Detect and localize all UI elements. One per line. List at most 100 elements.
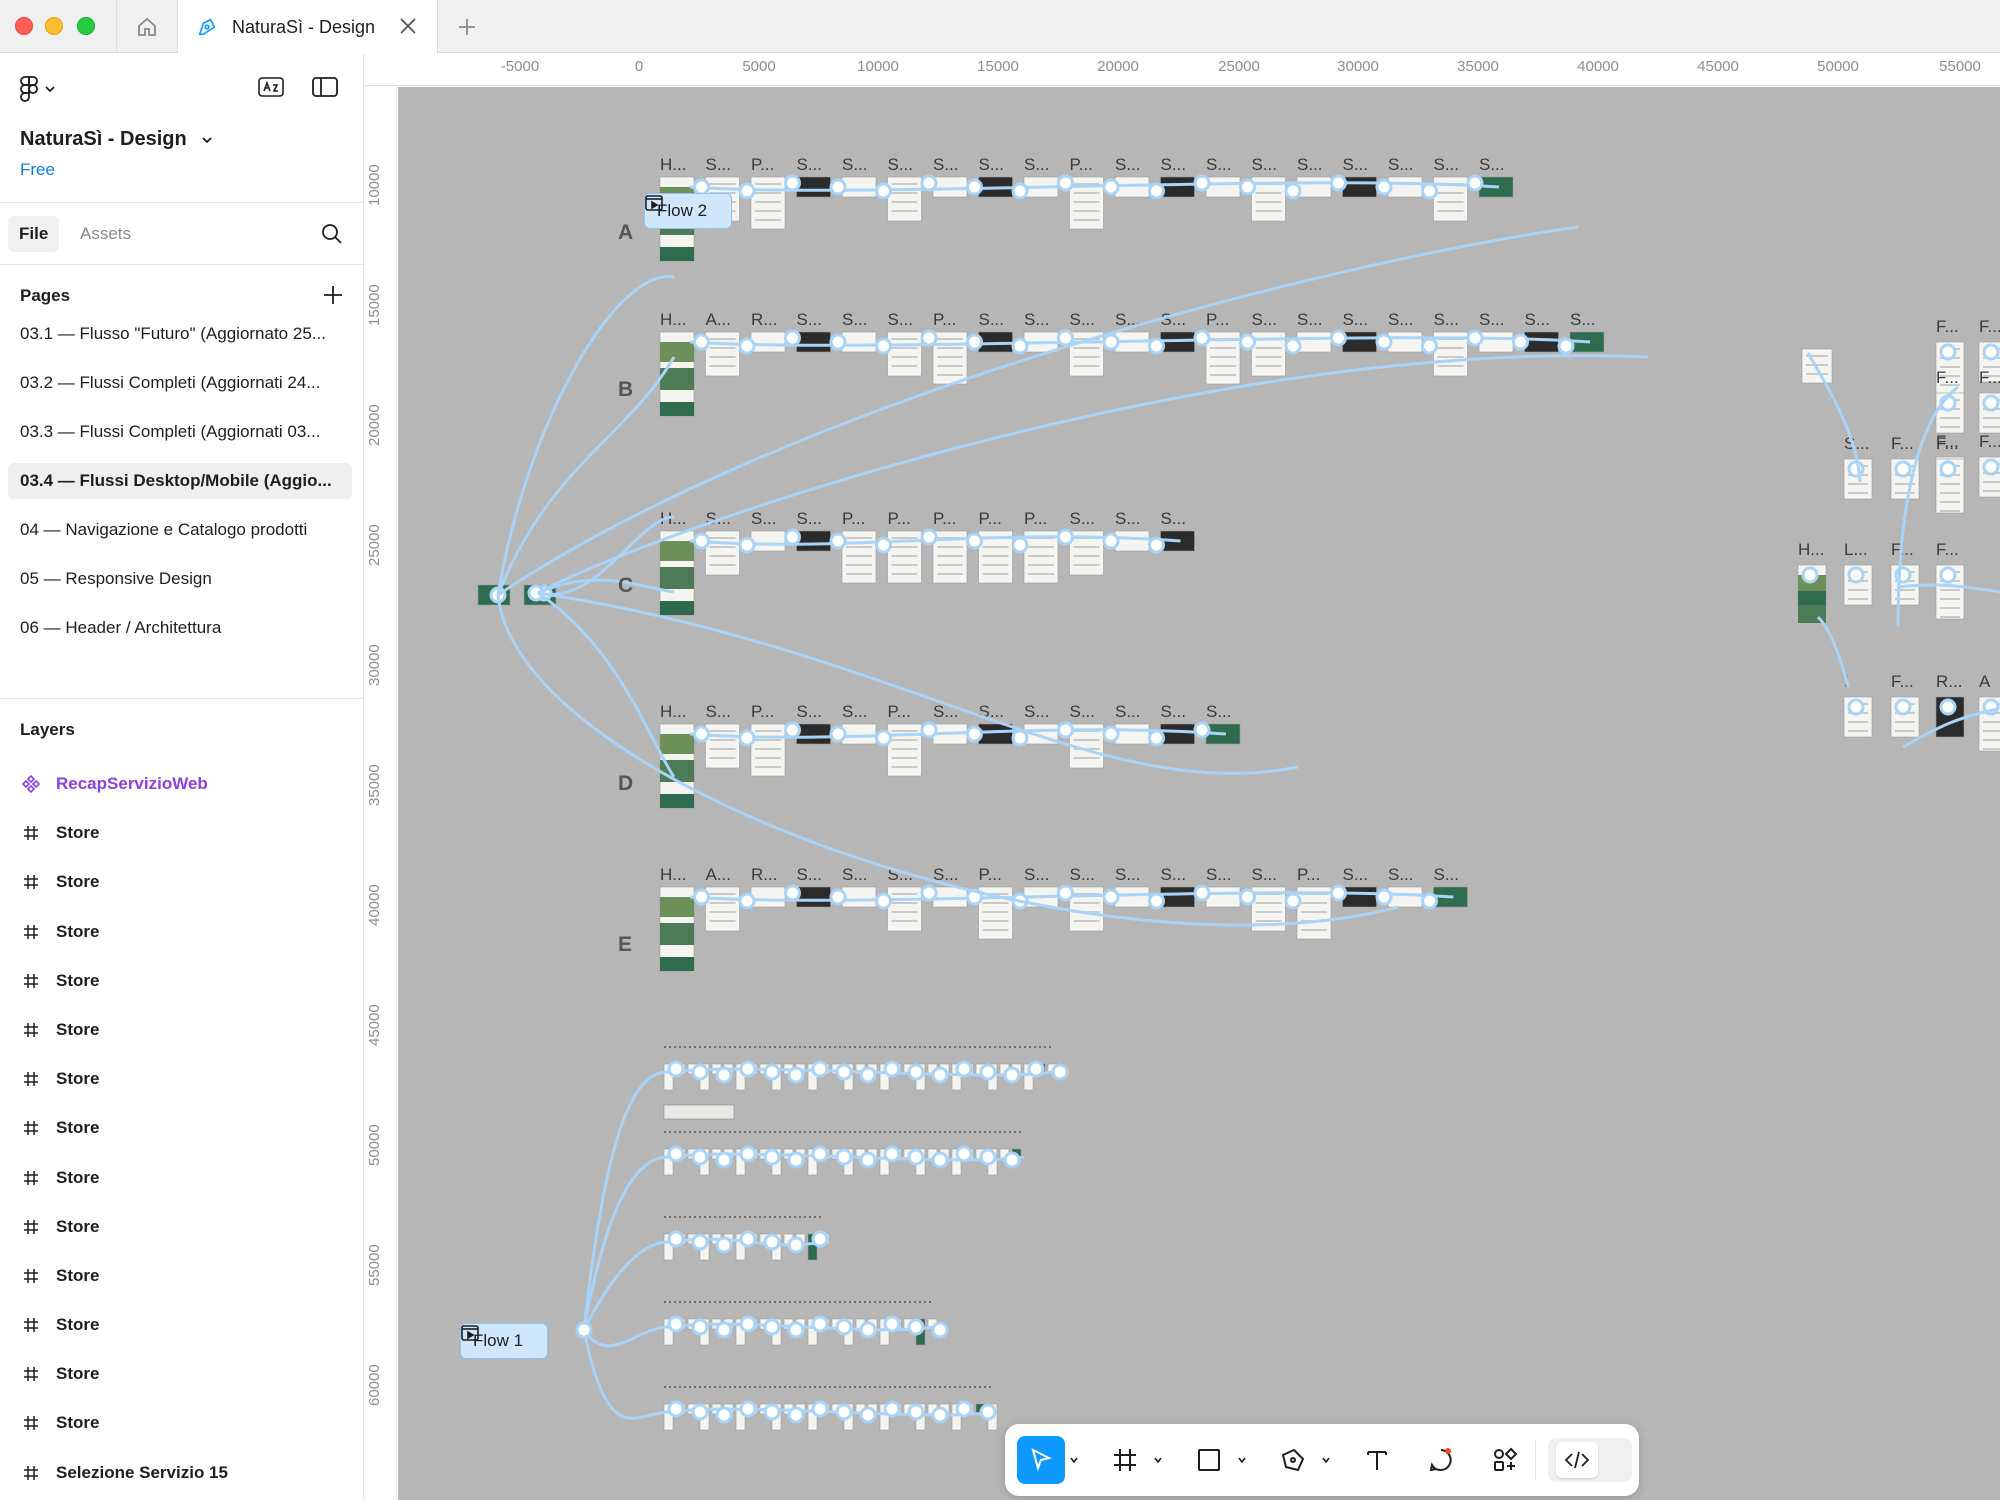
connection-node[interactable] — [739, 1230, 757, 1248]
connection-node[interactable] — [1557, 337, 1575, 355]
connection-node[interactable] — [1148, 337, 1165, 355]
frame-thumbnail[interactable] — [750, 723, 786, 777]
frame-thumbnail[interactable] — [887, 331, 922, 377]
canvas[interactable]: H...S...P...S...S...S...S...S...S...P...… — [398, 87, 2000, 1500]
frame-thumbnail[interactable] — [1478, 331, 1514, 353]
connection-node[interactable] — [1284, 337, 1302, 355]
comment-tool-button[interactable] — [1417, 1436, 1465, 1484]
connection-node[interactable] — [1193, 721, 1211, 739]
connection-node[interactable] — [693, 333, 710, 351]
frame-thumbnail[interactable] — [1023, 530, 1059, 584]
text-tool-button[interactable] — [1353, 1436, 1401, 1484]
mini-frame[interactable] — [879, 1403, 890, 1431]
page-item[interactable]: 03.2 — Flussi Completi (Aggiornati 24... — [20, 373, 321, 392]
connection-node[interactable] — [966, 178, 983, 196]
page-item[interactable]: 05 — Responsive Design — [20, 569, 212, 588]
connection-node[interactable] — [1982, 458, 2000, 476]
mini-frame[interactable] — [951, 1063, 962, 1091]
connection-node[interactable] — [931, 1406, 949, 1424]
connection-node[interactable] — [763, 1148, 781, 1166]
connection-node[interactable] — [1057, 884, 1074, 902]
connection-node[interactable] — [691, 1403, 709, 1421]
layer-row[interactable]: Store — [20, 1012, 350, 1048]
connection-node[interactable] — [907, 1318, 925, 1336]
connection-node[interactable] — [1847, 460, 1865, 478]
connection-node[interactable] — [575, 1321, 593, 1339]
connection-node[interactable] — [784, 528, 801, 546]
connection-node[interactable] — [1939, 566, 1957, 584]
connection-node[interactable] — [787, 1321, 805, 1339]
connection-node[interactable] — [691, 1233, 709, 1251]
frame-thumbnail[interactable] — [932, 176, 968, 198]
connection-node[interactable] — [1330, 174, 1347, 192]
connection-node[interactable] — [835, 1148, 853, 1166]
dev-mode-toggle[interactable] — [1548, 1438, 1632, 1482]
connection-node[interactable] — [787, 1236, 805, 1254]
connection-node[interactable] — [931, 1151, 949, 1169]
connection-node[interactable] — [1894, 698, 1912, 716]
connection-node[interactable] — [920, 528, 938, 546]
mini-frame[interactable] — [663, 1148, 674, 1176]
connection-node[interactable] — [693, 532, 710, 550]
connection-node[interactable] — [1847, 566, 1865, 584]
frame-thumbnail[interactable] — [796, 530, 831, 552]
flow-start-tag[interactable]: Flow 2 — [644, 193, 733, 229]
connection-node[interactable] — [835, 1063, 853, 1081]
tab-assets[interactable]: Assets — [80, 224, 132, 243]
layer-row[interactable]: Store — [20, 1110, 350, 1146]
connection-node[interactable] — [1011, 729, 1029, 747]
frame-thumbnail[interactable] — [1160, 886, 1195, 908]
frame-thumbnail[interactable] — [978, 723, 1013, 745]
connection-node[interactable] — [931, 1321, 949, 1339]
connection-node[interactable] — [955, 1145, 973, 1163]
search-button[interactable] — [320, 222, 344, 251]
connection-node[interactable] — [1375, 333, 1393, 351]
connection-node[interactable] — [1193, 174, 1211, 192]
connection-node[interactable] — [739, 1400, 757, 1418]
frame-thumbnail[interactable] — [796, 886, 831, 908]
connection-node[interactable] — [979, 1063, 997, 1081]
page-item[interactable]: 03.3 — Flussi Completi (Aggiornati 03... — [20, 422, 321, 441]
frame-thumbnail[interactable] — [932, 331, 968, 385]
minimize-window-button[interactable] — [45, 17, 63, 35]
connection-node[interactable] — [1939, 698, 1957, 716]
frame-tool-button[interactable] — [1101, 1436, 1149, 1484]
frame-thumbnail[interactable] — [1342, 886, 1377, 908]
page-item[interactable]: 03.1 — Flusso "Futuro" (Aggiornato 25... — [20, 324, 326, 343]
frame-thumbnail[interactable] — [841, 331, 877, 353]
connection-node[interactable] — [1057, 174, 1074, 192]
mini-frame[interactable] — [879, 1318, 890, 1346]
frame-thumbnail[interactable] — [750, 886, 786, 908]
connection-node[interactable] — [835, 1403, 853, 1421]
connection-node[interactable] — [784, 329, 801, 347]
frame-thumbnail[interactable] — [705, 331, 740, 377]
mini-frame[interactable] — [807, 1403, 818, 1431]
connection-node[interactable] — [1894, 460, 1912, 478]
frame-thumbnail[interactable] — [1114, 886, 1150, 908]
connection-node[interactable] — [1148, 182, 1165, 200]
connection-node[interactable] — [829, 178, 847, 196]
connection-node[interactable] — [829, 333, 847, 351]
mini-frame[interactable] — [951, 1148, 962, 1176]
connection-node[interactable] — [738, 182, 756, 200]
frame-thumbnail[interactable] — [1342, 176, 1377, 198]
mini-frame[interactable] — [735, 1148, 746, 1176]
pen-tool-button[interactable] — [1269, 1436, 1317, 1484]
connection-node[interactable] — [931, 1066, 949, 1084]
tab-file[interactable]: File — [8, 216, 60, 252]
frame-thumbnail[interactable] — [705, 886, 740, 932]
layer-row[interactable]: Store — [20, 1258, 350, 1294]
connection-node[interactable] — [811, 1145, 829, 1163]
connection-node[interactable] — [966, 532, 983, 550]
connection-node[interactable] — [907, 1063, 925, 1081]
connection-node[interactable] — [763, 1063, 781, 1081]
connection-node[interactable] — [811, 1400, 829, 1418]
mini-frame[interactable] — [663, 1063, 674, 1091]
frame-thumbnail[interactable] — [887, 886, 922, 932]
connection-node[interactable] — [966, 725, 983, 743]
frame-thumbnail[interactable] — [1114, 530, 1150, 552]
connection-node[interactable] — [1239, 333, 1256, 351]
connection-node[interactable] — [715, 1151, 733, 1169]
frame-thumbnail[interactable] — [1205, 886, 1241, 908]
connection-node[interactable] — [1102, 333, 1120, 351]
